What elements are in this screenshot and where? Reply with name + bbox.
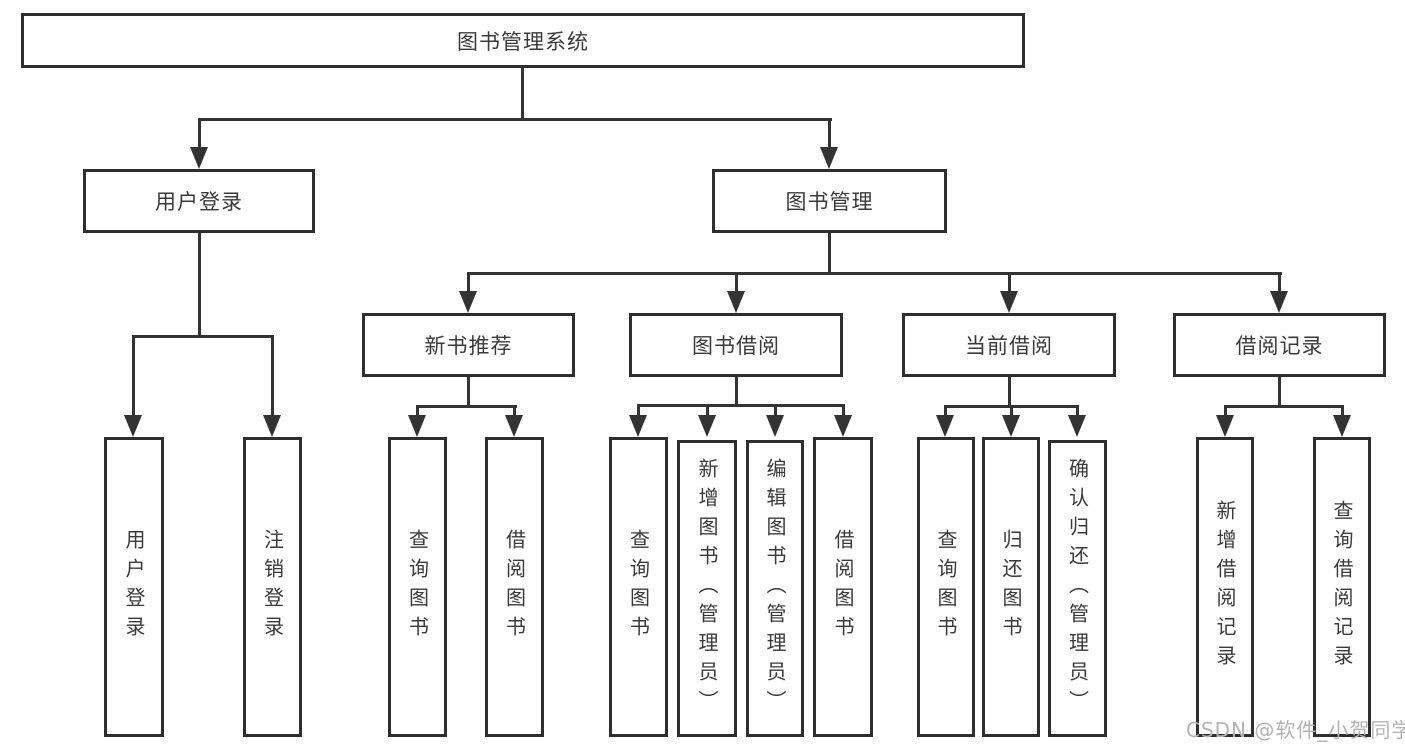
node-library-management-system: 图书管理系统 bbox=[21, 13, 1025, 68]
node-label: 当前借阅 bbox=[965, 334, 1053, 358]
arrowhead-down-icon bbox=[766, 415, 784, 437]
arrowhead-down-icon bbox=[1002, 415, 1020, 437]
connector-line bbox=[1010, 405, 1013, 423]
connector-line bbox=[1008, 272, 1011, 298]
arrowhead-down-icon bbox=[820, 147, 838, 169]
node-label: 图书借阅 bbox=[692, 334, 780, 358]
node-borrow-books-leaf: 借阅图书 bbox=[813, 437, 873, 737]
arrowhead-down-icon bbox=[505, 415, 523, 437]
connector-line bbox=[467, 377, 470, 406]
connector-line bbox=[735, 272, 738, 298]
node-add-books-admin: 新增图书（管理员） bbox=[677, 440, 737, 737]
arrowhead-down-icon bbox=[190, 147, 208, 169]
arrowhead-down-icon bbox=[629, 415, 647, 437]
connector-line bbox=[774, 404, 777, 423]
node-return-books: 归还图书 bbox=[982, 437, 1040, 737]
connector-line bbox=[1008, 377, 1011, 406]
node-label: 用户登录 bbox=[122, 529, 146, 645]
arrowhead-down-icon bbox=[834, 415, 852, 437]
node-label: 查询图书 bbox=[934, 529, 958, 645]
node-borrow-books-recommend: 借阅图书 bbox=[485, 437, 544, 737]
node-current-borrowing: 当前借阅 bbox=[902, 313, 1116, 377]
connector-line bbox=[944, 405, 947, 423]
node-label: 借阅图书 bbox=[502, 529, 527, 645]
connector-line bbox=[1076, 405, 1079, 423]
node-label: 注销登录 bbox=[260, 529, 285, 645]
connector-line bbox=[416, 405, 517, 408]
node-label: 新书推荐 bbox=[424, 334, 513, 358]
connector-line bbox=[1224, 405, 1227, 423]
connector-line bbox=[132, 335, 274, 338]
node-add-borrow-record: 新增借阅记录 bbox=[1196, 437, 1254, 737]
connector-user-login-stem-line bbox=[198, 118, 201, 158]
node-confirm-return-admin: 确认归还（管理员） bbox=[1048, 440, 1107, 737]
arrowhead-down-icon bbox=[1270, 291, 1288, 313]
node-book-management: 图书管理 bbox=[712, 169, 947, 233]
connector-line bbox=[416, 405, 419, 423]
node-label: 图书管理 bbox=[785, 190, 874, 214]
arrowhead-down-icon bbox=[698, 415, 716, 437]
node-label: 借阅记录 bbox=[1235, 334, 1324, 358]
arrowhead-down-icon bbox=[124, 415, 142, 437]
node-user-login-leaf: 用户登录 bbox=[104, 437, 164, 737]
node-label: 图书管理系统 bbox=[457, 29, 589, 54]
connector-root-hline bbox=[198, 118, 832, 121]
connector-book-mgmt-stem-line bbox=[828, 118, 831, 158]
arrowhead-down-icon bbox=[1068, 415, 1086, 437]
node-label: 归还图书 bbox=[999, 529, 1023, 645]
connector-line bbox=[842, 404, 845, 423]
node-label: 查询图书 bbox=[626, 529, 651, 645]
connector-line bbox=[467, 272, 470, 298]
arrowhead-down-icon bbox=[263, 415, 281, 437]
arrowhead-down-icon bbox=[408, 415, 426, 437]
node-edit-books-admin: 编辑图书（管理员） bbox=[746, 440, 804, 737]
node-label: 确认归还（管理员） bbox=[1065, 458, 1090, 719]
arrowhead-down-icon bbox=[459, 291, 477, 313]
connector-line bbox=[467, 272, 1282, 275]
connector-line bbox=[735, 377, 738, 405]
connector-line bbox=[1224, 405, 1344, 408]
connector-line bbox=[1341, 405, 1344, 423]
node-new-book-recommendation: 新书推荐 bbox=[362, 313, 575, 377]
connector-line bbox=[513, 405, 516, 423]
node-label: 用户登录 bbox=[155, 190, 243, 214]
connector-line bbox=[706, 404, 709, 423]
node-label: 借阅图书 bbox=[831, 529, 855, 645]
node-user-login: 用户登录 bbox=[83, 169, 315, 233]
connector-line bbox=[1278, 377, 1281, 406]
arrowhead-down-icon bbox=[936, 415, 954, 437]
node-label: 新增借阅记录 bbox=[1213, 500, 1237, 674]
connector-line bbox=[637, 404, 845, 407]
node-query-borrow-record: 查询借阅记录 bbox=[1313, 437, 1371, 737]
node-query-books-current: 查询图书 bbox=[917, 437, 975, 737]
arrowhead-down-icon bbox=[1333, 415, 1351, 437]
node-query-books-borrowing: 查询图书 bbox=[609, 437, 668, 737]
connector-line bbox=[637, 404, 640, 423]
connector-line bbox=[198, 233, 201, 336]
connector-line bbox=[828, 233, 831, 274]
arrowhead-down-icon bbox=[1000, 291, 1018, 313]
connector-line bbox=[132, 335, 135, 423]
arrowhead-down-icon bbox=[727, 291, 745, 313]
node-logout: 注销登录 bbox=[243, 437, 302, 737]
connector-line bbox=[1278, 272, 1281, 298]
node-borrowing-records: 借阅记录 bbox=[1173, 313, 1386, 377]
connector-line bbox=[271, 335, 274, 423]
node-label: 查询借阅记录 bbox=[1330, 500, 1354, 674]
node-book-borrowing: 图书借阅 bbox=[629, 313, 843, 377]
node-query-books-recommend: 查询图书 bbox=[388, 437, 447, 737]
arrowhead-down-icon bbox=[1216, 415, 1234, 437]
csdn-watermark: CSDN @软件_小贺同学 bbox=[1186, 718, 1405, 742]
connector-root-stem-line bbox=[521, 68, 524, 119]
node-label: 新增图书（管理员） bbox=[695, 458, 719, 719]
node-label: 查询图书 bbox=[405, 529, 430, 645]
node-label: 编辑图书（管理员） bbox=[763, 458, 787, 719]
